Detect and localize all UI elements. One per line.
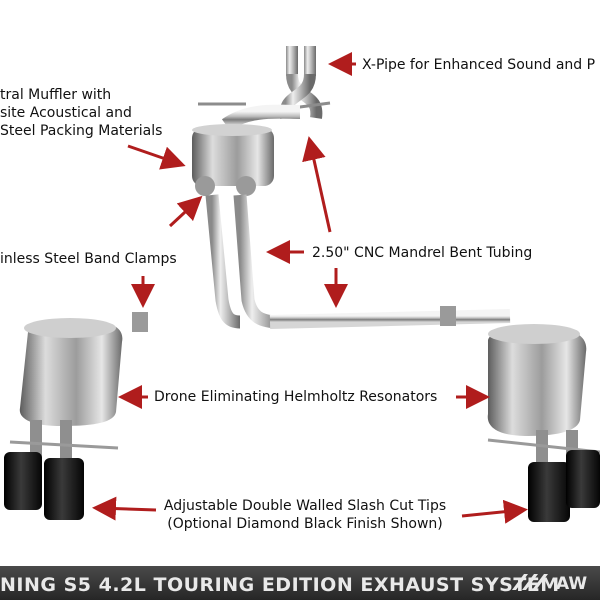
brand-logo-icon (512, 574, 548, 590)
label-tips-line2: (Optional Diamond Black Finish Shown) (167, 516, 443, 532)
label-clamps: inless Steel Band Clamps (0, 251, 177, 267)
label-resonators: Drone Eliminating Helmholtz Resonators (154, 389, 438, 405)
arrow-tips-left (92, 496, 157, 521)
label-xpipe: X-Pipe for Enhanced Sound and P (362, 57, 596, 73)
footer-banner: NING S5 4.2L TOURING EDITION EXHAUST SYS… (0, 566, 600, 600)
arrow-tips-right (461, 499, 528, 524)
arrow-tubing-up (302, 136, 332, 233)
arrow-clamp-upper (168, 195, 203, 228)
label-muffler-line2: site Acoustical and (0, 105, 132, 121)
x-pipe (198, 46, 331, 131)
right-exhaust-tips (487, 430, 600, 522)
central-muffler (192, 124, 274, 196)
left-resonator (19, 318, 123, 426)
label-muffler-line1: tral Muffler with (0, 87, 112, 103)
label-tips: Adjustable Double Walled Slash Cut Tips … (150, 497, 460, 533)
arrow-muffler (127, 144, 186, 170)
right-resonator (487, 324, 587, 436)
footer-brand: AW (556, 574, 588, 594)
label-tips-line1: Adjustable Double Walled Slash Cut Tips (163, 498, 447, 514)
footer-title: NING S5 4.2L TOURING EDITION EXHAUST SYS… (0, 574, 560, 596)
label-muffler-line3: Steel Packing Materials (0, 123, 163, 139)
mandrel-tubing (80, 194, 511, 332)
left-exhaust-tips (4, 420, 119, 520)
label-tubing: 2.50" CNC Mandrel Bent Tubing (312, 245, 533, 261)
callout-arrows (92, 52, 528, 524)
